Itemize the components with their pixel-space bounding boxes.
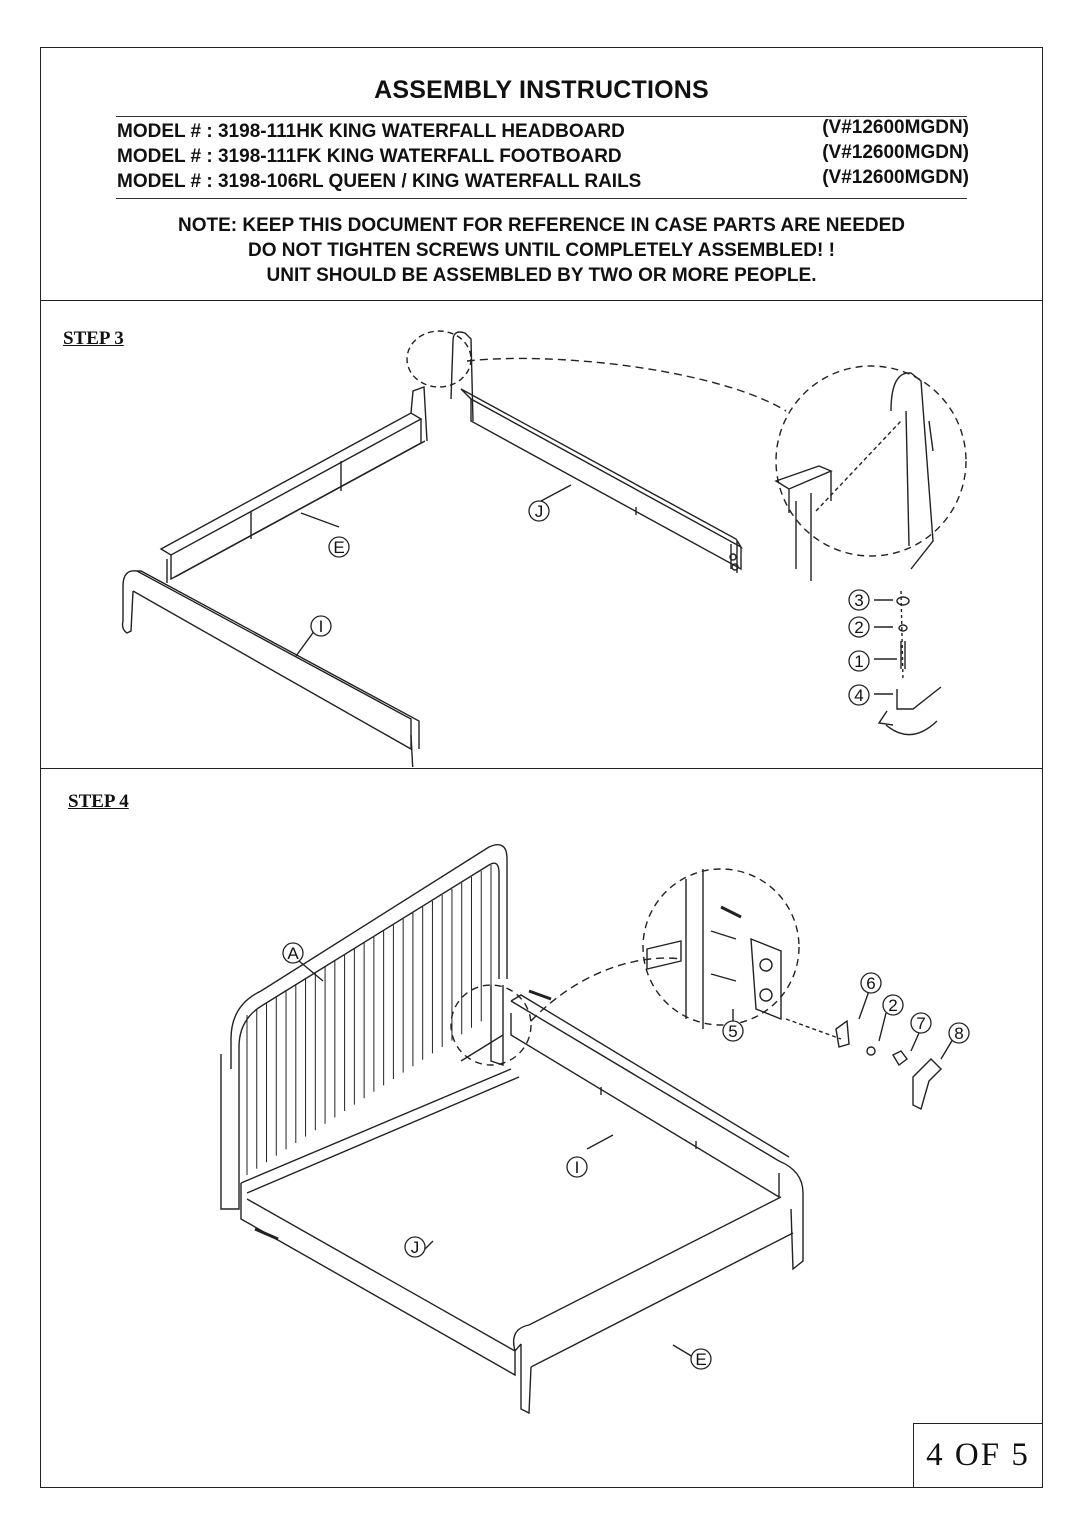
step4-section: STEP 4 [41,769,1042,1487]
note-line: UNIT SHOULD BE ASSEMBLED BY TWO OR MORE … [266,265,817,286]
part-label-a: A [287,944,299,963]
callout-6 [860,972,882,994]
model-name: MODEL # : 3198-111HK KING WATERFALL HEAD… [117,121,625,142]
step4-diagram: A I J E 6 2 7 8 5 [220,844,970,1415]
step3-section: STEP 3 [41,301,1042,769]
divider [116,198,967,199]
callout-1 [848,650,870,672]
step3-diagram: E J I 3 2 1 4 [121,330,967,767]
note-line: DO NOT TIGHTEN SCREWS UNTIL COMPLETELY A… [248,240,835,261]
part-label-i: I [319,617,324,636]
rail-j-drawing [450,331,744,573]
rail-e-drawing [159,386,428,583]
part-label-j: J [535,502,544,521]
model-name: MODEL # : 3198-111FK KING WATERFALL FOOT… [117,146,622,167]
part-label-i: I [575,1158,580,1177]
hardware-label: 3 [854,591,863,610]
step4-label: STEP 4 [68,791,129,812]
callout-e [328,536,350,558]
step3-label: STEP 3 [63,328,124,349]
divider [116,116,967,117]
page-number: 4 OF 5 [913,1423,1042,1487]
hardware-label: 8 [954,1024,963,1043]
vendor-number: (V#12600MGDN) [822,117,969,138]
hardware-label: 4 [854,686,863,705]
hardware-label: 5 [728,1022,737,1041]
hardware-label: 2 [854,618,863,637]
page-frame: ASSEMBLY INSTRUCTIONS MODEL # : 3198-111… [40,47,1043,1488]
callout-5 [722,1020,744,1042]
model-row: MODEL # : 3198-111HK KING WATERFALL HEAD… [117,117,969,146]
callout-4 [848,684,870,706]
hardware-label: 7 [916,1014,925,1033]
step3-callouts [310,500,870,706]
note-line: NOTE: KEEP THIS DOCUMENT FOR REFERENCE I… [178,215,905,236]
notes-block: NOTE: KEEP THIS DOCUMENT FOR REFERENCE I… [41,213,1042,288]
vendor-number: (V#12600MGDN) [822,142,969,163]
callout-2 [882,994,904,1016]
callout-7 [910,1012,932,1034]
hardware-label: 1 [854,652,863,671]
headboard-slats [246,865,492,1175]
model-name: MODEL # : 3198-106RL QUEEN / KING WATERF… [117,171,642,192]
part-label-e: E [333,538,344,557]
document-title: ASSEMBLY INSTRUCTIONS [374,76,709,104]
callout-i [566,1156,588,1178]
callout-i [310,615,332,637]
callout-2 [848,616,870,638]
callout-3 [848,589,870,611]
callout-j [404,1236,426,1258]
model-row: MODEL # : 3198-111FK KING WATERFALL FOOT… [117,142,969,171]
model-row: MODEL # : 3198-106RL QUEEN / KING WATERF… [117,167,969,196]
callout-e [690,1348,712,1370]
header-section: ASSEMBLY INSTRUCTIONS MODEL # : 3198-111… [41,48,1042,301]
footboard-i-drawing [121,570,420,767]
model-list: MODEL # : 3198-111HK KING WATERFALL HEAD… [117,117,969,196]
callout-a [282,942,304,964]
callout-8 [948,1022,970,1044]
hardware-label: 2 [888,996,897,1015]
headboard-a-drawing [220,844,508,1210]
callout-j [528,500,550,522]
part-label-j: J [411,1238,420,1257]
hardware-label: 6 [866,974,875,993]
vendor-number: (V#12600MGDN) [822,167,969,188]
part-label-e: E [695,1350,706,1369]
